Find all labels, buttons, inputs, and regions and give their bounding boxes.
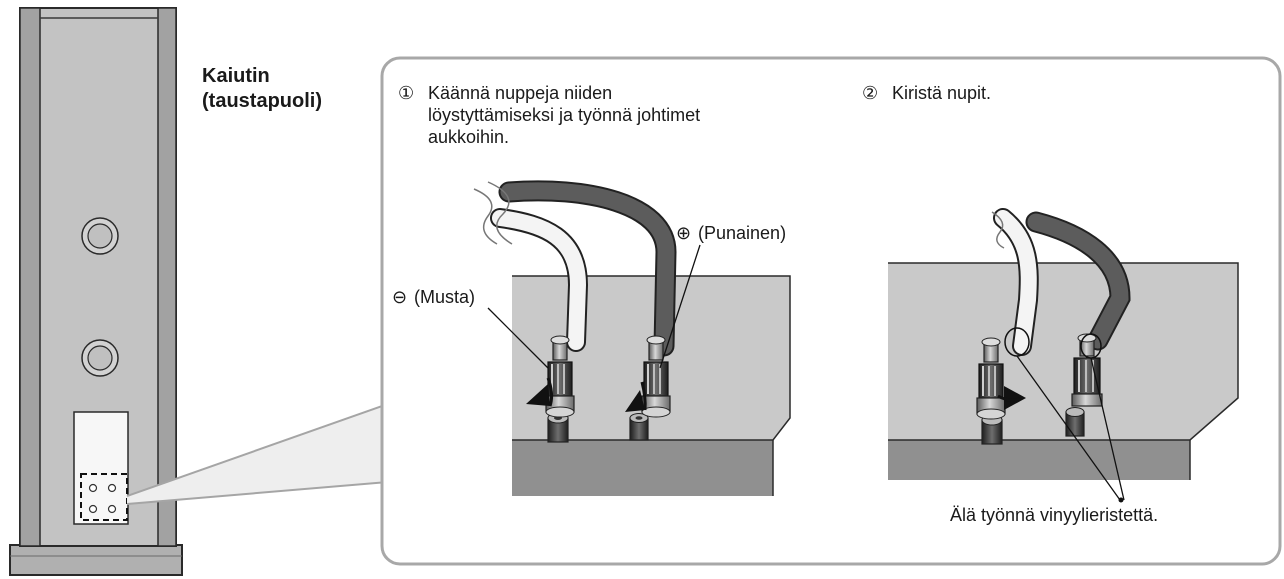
minus-icon: ⊖ [392,287,408,307]
rotate-arrow-icon [625,381,647,412]
zoom-lines [126,403,389,505]
port-icon [81,217,119,255]
leader-line [1016,355,1121,501]
warning-text: Älä työnnä vinyylieristettä. [950,505,1159,525]
leader-line [1090,357,1125,501]
step2-illustration [888,208,1239,503]
leader-line [659,244,701,369]
port-icon [81,339,119,377]
terminal-highlight-box [80,473,128,521]
positive-terminal-label: ⊕(Punainen) [676,223,787,243]
step1-illustration [473,180,791,496]
negative-terminal [545,335,575,418]
positive-terminal [641,335,671,418]
step2-number: ② [862,83,879,103]
plus-icon: ⊕ [676,223,692,243]
speaker-title: Kaiutin (taustapuoli) [202,65,322,112]
terminal-post [629,413,649,441]
positive-terminal [1071,333,1103,407]
negative-terminal-label: ⊖(Musta) [392,287,476,307]
negative-terminal [976,337,1006,420]
rotate-arrow-icon [997,386,1026,410]
leader-line [487,307,549,369]
rotate-arrow-icon [526,377,554,407]
step1-number: ① [398,83,415,103]
terminal-post [1065,407,1085,437]
speaker-back [9,7,183,576]
terminal-plate [73,411,129,525]
